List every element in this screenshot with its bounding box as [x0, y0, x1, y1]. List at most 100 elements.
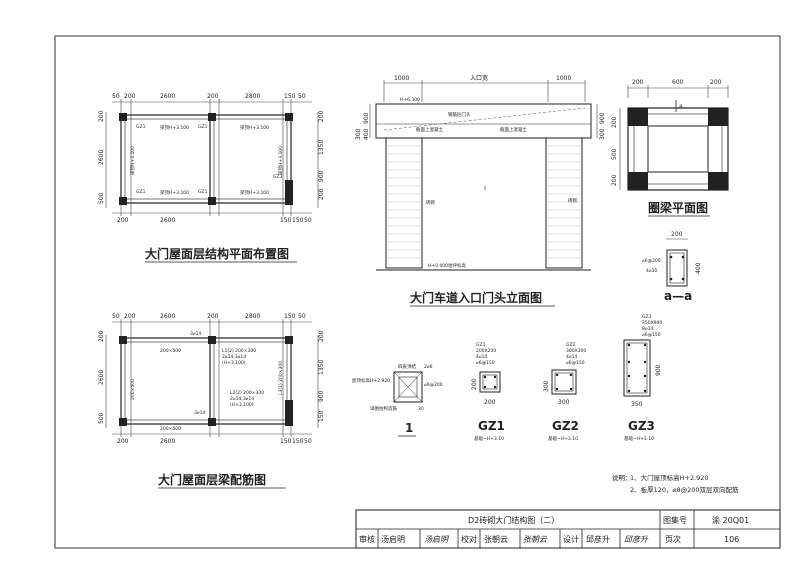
roof-plan-elev-bot-b: 梁顶H+3.100 — [240, 189, 269, 196]
beam-plan-dim-left-2: 2600 — [98, 370, 105, 385]
ring-beam-plan: 200 600 200 200 500 200 a 圈梁平面图 — [611, 79, 729, 217]
roof-plan-elev-top-b: 梁顶H+3.100 — [240, 124, 269, 131]
section-aa-title: a—a — [664, 289, 692, 303]
elevation-dim-top-3: 1000 — [556, 75, 571, 82]
roof-plan-col-1: GZ1 — [136, 124, 146, 130]
ring-dim-left-3: 200 — [611, 174, 618, 186]
roof-plan-dim-top-1: 50 — [112, 93, 120, 100]
notes: 说明： 1、大门屋顶标高H+2.920 2、板厚120，⌀8@200双层双向配筋 — [612, 473, 739, 494]
section-aa-dim-top: 200 — [671, 231, 683, 238]
ring-dim-left-1: 200 — [611, 116, 618, 128]
reviewer-signature: 汤启明 — [424, 535, 450, 544]
roof-plan-elev-right: 梁顶H+3.100 — [277, 146, 284, 175]
beam-plan-dim-top-1: 50 — [112, 313, 120, 320]
roof-plan-dim-right-3: 900 — [318, 170, 325, 182]
beam-plan-dim-top-5: 2800 — [245, 313, 260, 320]
set-label: 图集号 — [663, 515, 687, 525]
gz2-width: 300 — [558, 399, 570, 406]
elevation: 1000 入口宽 1000 H+6.300 钢筋砼门头 截面上混凝土 截面上混凝… — [355, 74, 606, 307]
checker: 张朝云 — [484, 535, 508, 544]
designer: 邱彦升 — [586, 534, 610, 544]
roof-plan: 50 200 2600 200 2800 150 50 200 2600 150… — [98, 93, 325, 263]
beam-plan-dim-bottom-1: 200 — [117, 438, 129, 445]
roof-plan-dim-top-6: 150 — [284, 93, 296, 100]
beam-plan-dim-left-3: 500 — [98, 412, 105, 424]
elevation-bottom: H+0.000地坪标高 — [428, 262, 467, 269]
beam-plan-dim-right-2: 1350 — [318, 360, 325, 375]
detail-1: 四皮顶结 2⌀6 屋顶标高H+2.920 ⌀6@200 详图柱构造筋 30 1 — [352, 363, 443, 437]
beam-plan-dim-right-1: 200 — [318, 330, 325, 342]
designer-signature: 邱彦升 — [624, 535, 649, 544]
roof-plan-dim-left-2: 2600 — [98, 150, 105, 165]
beam-plan-dim-top-2: 200 — [124, 313, 136, 320]
section-aa-bar-b: 4⌀10 — [646, 268, 657, 274]
roof-plan-col-2: GZ1 — [198, 124, 208, 130]
roof-plan-dim-bottom-5: 50 — [304, 217, 312, 224]
beam-plan-l2-bars: 2⌀14;3⌀14 — [230, 396, 254, 402]
elevation-slab-a: 截面上混凝土 — [416, 126, 443, 133]
roof-plan-elev-top-a: 梁顶H+3.100 — [160, 124, 189, 131]
section-aa: 200 400 ⌀6@200 4⌀10 a—a — [642, 231, 702, 303]
ring-dim-top-3: 200 — [710, 79, 722, 86]
detail-1-elev: 屋顶标高H+2.920 — [352, 377, 390, 384]
roof-plan-dim-top-5: 2800 — [245, 93, 260, 100]
section-aa-dim-right: 400 — [695, 262, 702, 274]
roof-plan-dim-top-4: 200 — [207, 93, 219, 100]
beam-plan-dim-right-4: 150 — [318, 410, 325, 422]
drawing-title: D2砖砌大门结构图（二） — [468, 515, 559, 525]
beam-plan-beam-a: 200×500 — [160, 348, 181, 354]
beam-plan: 50 200 2600 200 2800 150 50 200 2600 150… — [98, 313, 325, 489]
beam-plan-l1-elev: (H+3.100) — [222, 360, 246, 366]
elevation-dim-left-3: 300 — [355, 128, 362, 140]
elevation-slab-b: 截面上混凝土 — [500, 126, 527, 133]
design-label: 设计 — [563, 534, 579, 544]
beam-plan-dim-top-7: 50 — [298, 313, 306, 320]
title-block: D2砖砌大门结构图（二） 图集号 渝 20Q01 审核 汤启明 汤启明 校对 张… — [355, 509, 781, 549]
gz2-height: 300 — [543, 380, 550, 392]
beam-plan-l1-bars: 2⌀14;3⌀14 — [222, 354, 246, 360]
beam-plan-dim-top-6: 150 — [284, 313, 296, 320]
roof-plan-dim-bottom-3: 150 — [280, 217, 292, 224]
gz2-elev: 基础~H+3.10 — [548, 435, 578, 442]
elevation-note-left: 砖砌 — [426, 199, 435, 206]
beam-plan-dim-right-3: 900 — [318, 390, 325, 402]
checker-signature: 张朝云 — [523, 535, 548, 544]
roof-plan-col-5: GZ3 — [273, 174, 283, 180]
gz3-elev: 基础~H+3.10 — [624, 435, 654, 442]
notes-line-2: 2、板厚120，⌀8@200双层双向配筋 — [630, 485, 739, 494]
gz2-name: GZ2 — [552, 419, 579, 433]
elevation-dim-top-1: 1000 — [394, 75, 409, 82]
notes-lead: 说明： — [612, 473, 632, 482]
beam-plan-l2-elev: (H+3.100) — [230, 402, 254, 408]
page-number: 106 — [724, 535, 739, 544]
beam-plan-dim-top-4: 200 — [207, 313, 219, 320]
elevation-note-right: 砖砌 — [568, 197, 577, 204]
roof-plan-dim-left-1: 200 — [98, 110, 105, 122]
detail-1-dim: 30 — [418, 406, 424, 412]
roof-plan-dim-bottom-4: 150 — [292, 217, 304, 224]
roof-plan-dim-right-2: 1350 — [318, 140, 325, 155]
ring-section-mark: a — [679, 103, 683, 110]
elevation-dim-left-2: 400 — [363, 128, 370, 140]
detail-1-note-b: 2⌀6 — [424, 364, 433, 370]
roof-plan-dim-bottom-1: 200 — [117, 217, 129, 224]
gz3-name: GZ3 — [628, 419, 655, 433]
beam-plan-dim-top-3: 2600 — [160, 313, 175, 320]
roof-plan-dim-bottom-2: 2600 — [160, 217, 175, 224]
detail-1-bar: ⌀6@200 — [424, 382, 443, 388]
beam-plan-dim-bottom-2: 2600 — [160, 438, 175, 445]
elevation-dim-right-2: 300 — [599, 128, 606, 140]
roof-plan-dim-top-7: 50 — [298, 93, 306, 100]
check-label: 校对 — [461, 534, 477, 544]
detail-1-bottom: 详图柱构造筋 — [370, 405, 397, 412]
roof-plan-title: 大门屋面层结构平面布置图 — [145, 246, 289, 261]
beam-plan-dim-bottom-3: 150 — [280, 438, 292, 445]
gz3-width: 350 — [631, 401, 643, 408]
elevation-dim-top-2: 入口宽 — [470, 74, 488, 82]
beam-plan-title: 大门屋面层梁配筋图 — [158, 472, 266, 487]
set-number: 渝 20Q01 — [712, 515, 749, 525]
ring-beam-title: 圈梁平面图 — [648, 200, 708, 215]
